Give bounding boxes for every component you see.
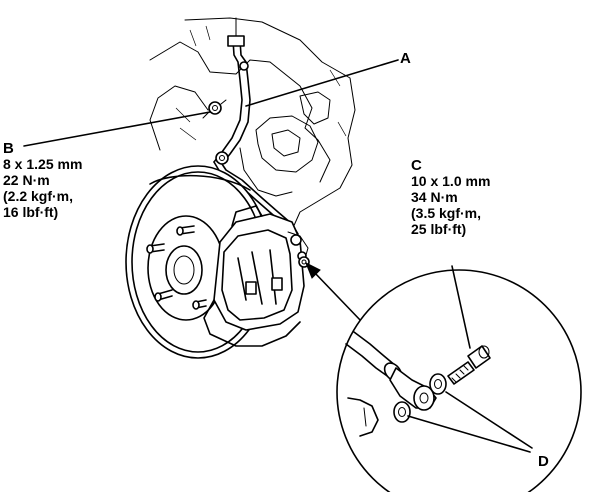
callout-d-letter: D xyxy=(538,453,549,470)
callout-b-letter: B xyxy=(3,140,14,157)
brake-caliper xyxy=(203,205,309,347)
bracket-bolt-b xyxy=(202,99,227,119)
detail-contents xyxy=(345,331,491,437)
callout-c-torque: 34 N·m xyxy=(411,189,458,205)
callout-d: D xyxy=(538,453,549,470)
callout-c: C 10 x 1.0 mm 34 N·m (3.5 kgf·m, 25 lbf·… xyxy=(411,157,490,237)
callout-a: A xyxy=(400,50,411,67)
callout-b: B 8 x 1.25 mm 22 N·m (2.2 kgf·m, 16 lbf·… xyxy=(3,140,82,220)
callout-c-torque-lbf: 25 lbf·ft) xyxy=(411,221,466,237)
wheel-studs xyxy=(146,225,207,310)
leader-lines xyxy=(23,59,533,453)
callout-b-torque: 22 N·m xyxy=(3,172,50,188)
callout-b-size: 8 x 1.25 mm xyxy=(3,156,82,172)
callout-b-torque-kgf: (2.2 kgf·m, xyxy=(3,188,73,204)
callout-a-letter: A xyxy=(400,50,411,67)
callout-c-letter: C xyxy=(411,157,422,174)
callout-c-torque-kgf: (3.5 kgf·m, xyxy=(411,205,481,221)
detail-arrow xyxy=(305,261,363,323)
callout-c-size: 10 x 1.0 mm xyxy=(411,173,490,189)
suspension-background xyxy=(149,17,356,231)
callout-b-torque-lbf: 16 lbf·ft) xyxy=(3,204,58,220)
